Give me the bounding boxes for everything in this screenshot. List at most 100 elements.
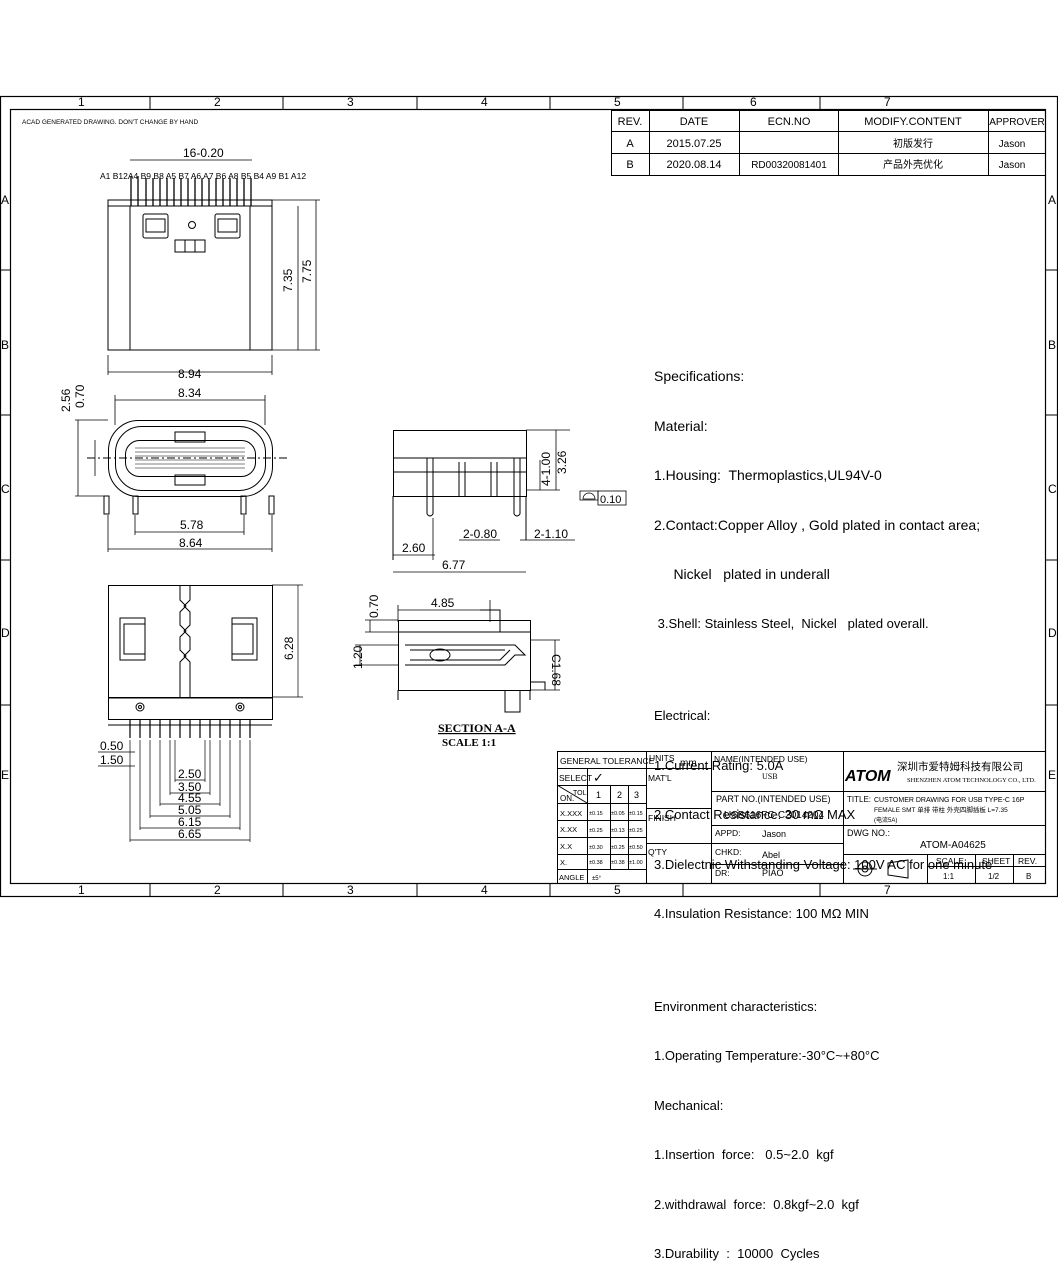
spec-line: Mechanical:: [654, 1097, 724, 1113]
tb-appd-value: Jason: [762, 829, 786, 839]
zone-col-6: 6: [750, 95, 757, 109]
tb-tol-xx-2: ±0.13: [611, 828, 625, 834]
zone-col-2: 2: [214, 95, 221, 109]
zone-row-b-right: B: [1048, 338, 1056, 352]
tb-part-label: PART NO.(INTENDED USE): [716, 794, 831, 804]
dim-4-85: 4.85: [431, 596, 455, 610]
rev-header-approver: APPROVER: [989, 117, 1045, 128]
section-title: SECTION A-A: [438, 721, 516, 735]
tb-title-line-1: CUSTOMER DRAWING FOR USB TYPE-C 16P: [874, 797, 1025, 804]
zone-row-b: B: [1, 338, 9, 352]
tb-finish: FINISH: [648, 813, 676, 823]
tb-scale-value: 1:1: [943, 872, 955, 881]
tb-units: UNITS: [649, 753, 675, 763]
zone-row-a-right: A: [1048, 193, 1056, 207]
tb-dr-label: DR:: [715, 868, 730, 878]
front-opening-view: [87, 420, 290, 515]
dim-7-75: 7.75: [300, 259, 314, 283]
tb-chkd-label: CHKD:: [715, 847, 741, 857]
dim-2-0-80: 2-0.80: [463, 527, 497, 541]
dim-3-50: 3.50: [178, 780, 202, 794]
tb-col-1: 1: [596, 790, 601, 800]
dim-5-05: 5.05: [178, 803, 202, 817]
company-name-en: SHENZHEN ATOM TECHNOLOGY CO., LTD.: [907, 777, 1036, 784]
tb-chkd-value: Abel: [762, 850, 780, 860]
dim-1-20: 1.20: [351, 645, 365, 669]
spec-line: 2.Contact Resistance: 30 mΩ MAX: [654, 807, 856, 822]
title-block: [556, 751, 1046, 884]
tb-tol-angle: ANGLE: [559, 873, 584, 882]
spec-line: 2.Contact:Copper Alloy , Gold plated in …: [654, 516, 981, 533]
tb-tol-xxx: X.XXX: [560, 809, 582, 818]
tb-col-2: 2: [617, 790, 622, 800]
front-view-dim-text: 8.34 2.56 0.70 5.78 8.64: [59, 384, 204, 550]
dim-1-50: 1.50: [100, 753, 124, 767]
tb-tol-x-3: ±0.50: [629, 845, 643, 851]
top-view-dimensions: [107, 159, 320, 375]
spec-line: Specifications:: [654, 368, 745, 384]
zone-row-d: D: [1, 626, 10, 640]
tb-dwg-label: DWG NO.:: [847, 828, 890, 838]
zone-col-5-bottom: 5: [614, 883, 621, 897]
dim-2-56: 2.56: [59, 388, 73, 412]
inner-frame: [9, 108, 1047, 885]
tb-on: ON.: [560, 794, 574, 803]
zone-col-5: 5: [614, 95, 621, 109]
rev-b-ecn: RD00320081401: [751, 160, 827, 171]
dim-pitch: 16-0.20: [183, 146, 224, 160]
tb-tol-xxx-2: ±0.05: [611, 811, 625, 817]
rev-header-date: DATE: [680, 116, 709, 128]
dim-8-34: 8.34: [178, 386, 202, 400]
tb-scale-label: SCALE: [936, 856, 964, 866]
tb-tol-xxx-3: ±0.15: [629, 811, 643, 817]
tb-mm: mm: [680, 758, 697, 769]
section-dim-text: 4.85 0.70 1.20 C1.68 SECTION A-A SCALE 1…: [351, 594, 563, 749]
spec-line: Nickel plated in underall: [654, 566, 830, 582]
zone-row-a: A: [1, 193, 9, 207]
tb-qty: Q'TY: [648, 847, 667, 857]
tb-check-mark: ✓: [593, 770, 604, 785]
tb-tol-xx-1: ±0.25: [589, 828, 603, 834]
spec-line: 2.withdrawal force: 0.8kgf~2.0 kgf: [654, 1196, 859, 1212]
bottom-view-dimensions: [98, 584, 303, 842]
tb-tol-int: X.: [560, 858, 567, 867]
dim-6-28: 6.28: [282, 636, 296, 660]
tb-title-label: TITLE:: [847, 795, 871, 804]
dim-2-1-10: 2-1.10: [534, 527, 568, 541]
spec-line: 1.Insertion force: 0.5~2.0 kgf: [654, 1147, 834, 1162]
drawing-sheet: 1 2 3 4 5 6 7 1 2 3 4 5 7 A B C D E A B …: [0, 95, 1058, 1261]
pin-labels: A1 B12A4 B9 B8 A5 B7 A6 A7 B6 A8 B5 B4 A…: [100, 171, 306, 181]
side-view-dimensions: [393, 429, 627, 573]
zone-col-2-bottom: 2: [214, 883, 221, 897]
zone-labels: 1 2 3 4 5 6 7 1 2 3 4 5 7 A B C D E A B …: [1, 95, 1057, 897]
dim-6-15: 6.15: [178, 815, 202, 829]
spec-line: Electrical:: [654, 708, 711, 723]
rev-b-rev: B: [626, 159, 633, 171]
tb-dr-value: PIAO: [762, 868, 784, 878]
company-logo: ATOM: [844, 768, 891, 785]
tb-tol-int-2: ±0.38: [611, 860, 625, 866]
rev-b-approver: Jason: [999, 160, 1026, 171]
tb-rev-value: B: [1026, 872, 1031, 881]
dim-6-65: 6.65: [178, 827, 202, 841]
tb-rev-label: REV.: [1018, 856, 1037, 866]
tb-general-tolerance: GENERAL TOLERANCE: [560, 756, 655, 766]
top-front-view: [107, 176, 273, 351]
zone-col-4: 4: [481, 95, 488, 109]
spec-line: Material:: [654, 417, 708, 434]
rev-a-approver: Jason: [999, 139, 1026, 150]
zone-col-1-bottom: 1: [78, 883, 85, 897]
spec-line: 1.Housing: Thermoplastics,UL94V-0: [654, 467, 882, 483]
front-view-dimensions: [75, 395, 273, 552]
section-scale: SCALE 1:1: [442, 737, 496, 749]
dim-6-77: 6.77: [442, 558, 466, 572]
rev-header-content: MODIFY.CONTENT: [864, 116, 962, 128]
specifications-block: Specifications: Material: 1.Housing: The…: [654, 335, 1049, 1279]
tb-tol-angle-1: ±5°: [592, 876, 602, 882]
tb-select: SELECT: [559, 773, 592, 783]
tb-appd-label: APPD:: [715, 828, 741, 838]
dim-5-78: 5.78: [180, 518, 204, 532]
dim-4-55: 4.55: [178, 791, 202, 805]
zone-ticks: [0, 96, 1058, 897]
zone-col-7-bottom: 7: [884, 883, 891, 897]
